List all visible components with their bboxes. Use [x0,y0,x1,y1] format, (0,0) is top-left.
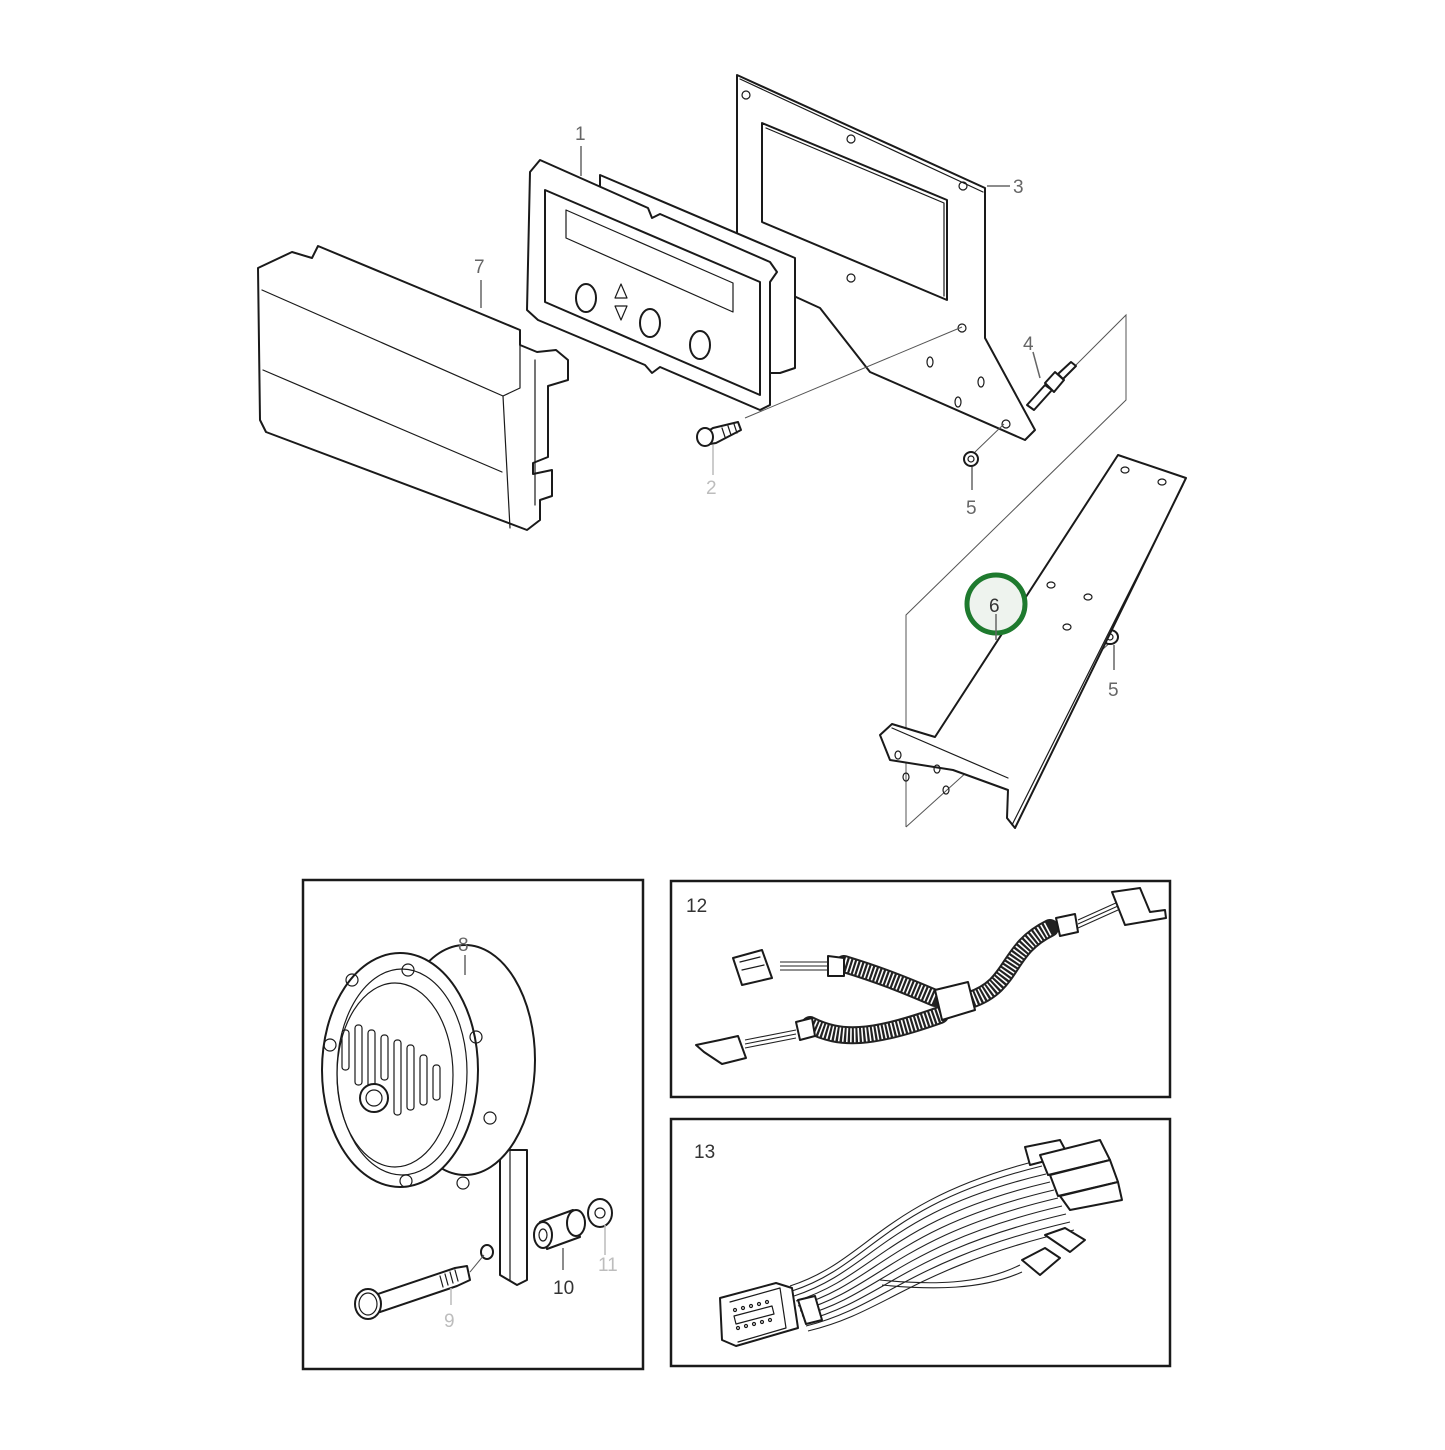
part-1-display-panel [526,159,796,411]
callout-label-8: 8 [458,935,469,956]
callout-label-12: 12 [686,896,707,917]
part-9-flange-bolt [354,1254,485,1320]
callout-label-7: 7 [474,257,485,278]
callout-label-1: 1 [575,124,586,145]
callout-13[interactable]: 13 [694,1142,715,1163]
part-13-adapter-harness [719,1139,1123,1347]
part-8-horn [321,944,536,1286]
callout-label-5a: 5 [966,498,977,519]
callout-5-upper[interactable]: 5 [966,467,977,519]
part-2-hex-bolt [696,421,742,447]
part-4-stud [1026,361,1077,411]
part-10-spacer [533,1209,586,1250]
callout-10[interactable]: 10 [553,1248,574,1299]
callout-1[interactable]: 1 [575,124,586,176]
horn-grille [341,1024,441,1116]
callout-label-3: 3 [1013,177,1024,198]
panel-horn-assembly: 8 9 10 11 [301,878,645,1371]
part-6-support-bracket [879,454,1187,829]
callout-11[interactable]: 11 [598,1225,618,1276]
part-7-cover-housing [257,245,569,531]
part-5-nut-upper [963,451,979,467]
callout-12[interactable]: 12 [686,896,707,917]
callout-label-4: 4 [1023,334,1034,355]
callout-7[interactable]: 7 [474,257,485,308]
callout-3[interactable]: 3 [987,177,1024,198]
callout-6-highlighted[interactable]: 6 [964,572,1028,640]
callout-label-5b: 5 [1108,680,1119,701]
callout-label-9: 9 [444,1311,455,1332]
callout-label-10: 10 [553,1278,574,1299]
callout-label-11: 11 [598,1255,618,1276]
callout-4[interactable]: 4 [1023,334,1041,379]
callout-2[interactable]: 2 [706,445,717,499]
panel-wiring-harness-12: 12 [669,879,1172,1099]
part-11-lock-nut [587,1198,613,1228]
connector-pins [732,1299,775,1331]
panel-wiring-harness-13: 13 [669,1117,1172,1368]
callout-5-lower[interactable]: 5 [1108,645,1119,701]
part-3-mounting-bracket [736,74,1036,441]
part-12-y-harness [695,887,1167,1065]
callout-label-13: 13 [694,1142,715,1163]
callout-9[interactable]: 9 [444,1288,455,1332]
callout-label-6: 6 [989,596,1000,617]
callout-8[interactable]: 8 [458,935,469,975]
callout-label-2: 2 [706,478,717,499]
